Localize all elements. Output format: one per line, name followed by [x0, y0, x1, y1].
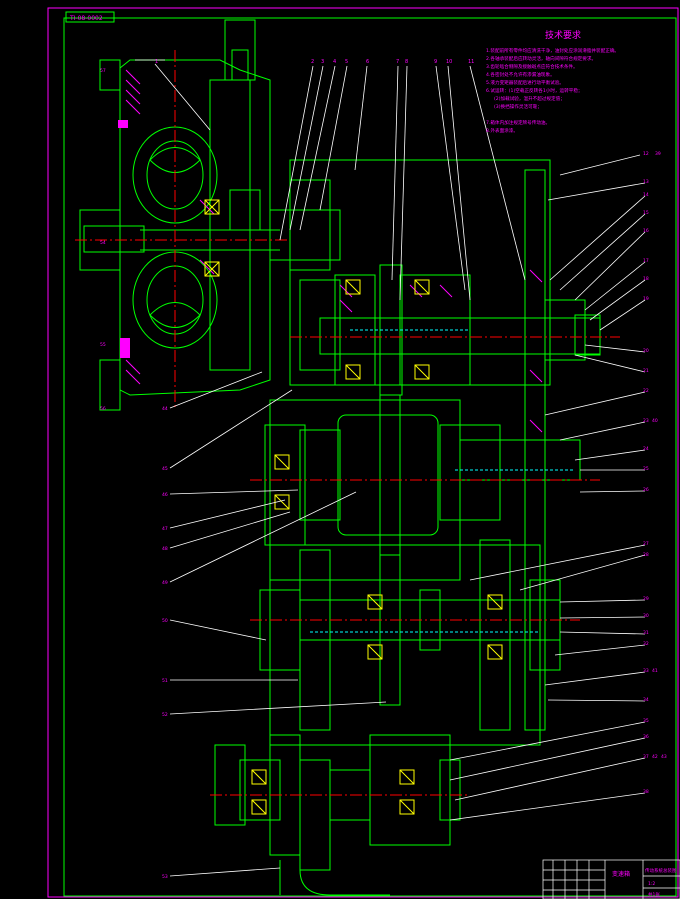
callout-right: 43	[661, 754, 667, 760]
bearing-symbols-mid	[345, 279, 430, 380]
drawing-frame-inner	[63, 17, 677, 897]
title-tab-text: TI-08-0002	[69, 15, 103, 22]
callout-left: 54	[100, 240, 106, 246]
tech-requirements-notes: 1.装配前所有零件均应清洗干净，油封处应涂润滑脂并装配正确。 2.各轴承装配后应…	[486, 47, 619, 134]
tech-note-10: 8.外表面涂漆。	[486, 127, 518, 134]
tech-note-1: 1.装配前所有零件均应清洗干净，油封处应涂润滑脂并装配正确。	[486, 47, 619, 54]
callout-left: 45	[162, 466, 168, 472]
callout-right: 16	[643, 228, 649, 234]
callout-right: 22	[643, 388, 649, 394]
callout-right: 29	[643, 596, 649, 602]
callout-left: 55	[100, 342, 106, 348]
callout-top-3: 3	[321, 59, 324, 65]
callout-right: 39	[655, 151, 661, 157]
bearing-symbols-upper	[204, 199, 220, 277]
callout-left: 56	[100, 406, 106, 412]
callout-top-4: 4	[333, 59, 336, 65]
callout-top-11: 11	[468, 59, 474, 65]
hidden-lines	[310, 329, 575, 633]
title-block	[542, 859, 680, 899]
tech-note-4: 4.各密封处不允许有渗漏油现象。	[486, 71, 555, 78]
callout-left: 57	[100, 68, 106, 74]
callout-right: 30	[643, 613, 649, 619]
callout-left: 53	[162, 874, 168, 880]
callout-right: 32	[643, 641, 649, 647]
tech-requirements-title: 技术要求	[545, 29, 581, 41]
tech-note-7: (2)加载试验，温升不超过规定值；	[494, 95, 565, 102]
callout-right: 23	[643, 418, 649, 424]
callout-right: 25	[643, 466, 649, 472]
tech-note-8: (3)换挡操作灵活可靠；	[494, 103, 542, 110]
bearing-symbols-lower	[367, 594, 503, 660]
callout-top-6: 6	[366, 59, 369, 65]
tech-note-3: 3.齿轮啮合侧隙及接触斑点应符合技术条件。	[486, 63, 578, 70]
callout-right: 34	[643, 697, 649, 703]
callout-right: 14	[643, 192, 649, 198]
tech-note-6: 6.试运转：(1)空载正反转各1小时，运转平稳；	[486, 87, 583, 94]
callout-right: 35	[643, 718, 649, 724]
callout-top-8: 8	[405, 59, 408, 65]
callout-right: 17	[643, 258, 649, 264]
callout-right: 20	[643, 348, 649, 354]
callout-left: 50	[162, 618, 168, 624]
title-block-drawing-name: 传动系统总装图	[645, 867, 677, 874]
callout-right: 33	[643, 668, 649, 674]
callout-left: 47	[162, 526, 168, 532]
callout-top-5: 5	[345, 59, 348, 65]
right-callouts: 12 13 14 15 16 17 18 19 20 21 22 23 24 2…	[643, 151, 667, 795]
left-callouts: 44 45 46 47 48 49 50 51 52 53 54 55 56 5…	[100, 68, 168, 880]
callout-right: 36	[643, 734, 649, 740]
callout-left: 51	[162, 678, 168, 684]
callout-left: 48	[162, 546, 168, 552]
callout-right: 41	[652, 668, 658, 674]
callout-right: 31	[643, 630, 649, 636]
bottom-axle-assembly	[214, 734, 461, 896]
callout-right: 13	[643, 179, 649, 185]
bearing-symbols-drum	[274, 454, 290, 510]
input-shaft-assembly	[269, 159, 601, 731]
converter-marker-block	[120, 338, 130, 358]
callout-right: 18	[643, 276, 649, 282]
bearing-symbols-bottom	[251, 769, 415, 815]
callout-left: 46	[162, 492, 168, 498]
drawing-frame-outer	[47, 7, 679, 898]
tech-note-2: 2.各轴承装配后应转动灵活，轴向间隙符合规定要求。	[486, 55, 596, 62]
leader-lines	[135, 59, 646, 877]
title-block-part-name: 变速箱	[612, 870, 630, 878]
callout-right: 26	[643, 487, 649, 493]
callout-right: 37	[643, 754, 649, 760]
callout-right: 40	[652, 418, 658, 424]
callout-right: 42	[652, 754, 658, 760]
tech-note-9: 7.箱体内加注规定牌号传动油。	[486, 119, 550, 126]
centerlines	[75, 50, 620, 796]
top-callouts: 1 2 3 4 5 6 7 8 9 10 11	[155, 59, 474, 65]
callout-left: 52	[162, 712, 168, 718]
callout-left: 49	[162, 580, 168, 586]
callout-right: 38	[643, 789, 649, 795]
callout-top-7: 7	[396, 59, 399, 65]
callout-right: 24	[643, 446, 649, 452]
callout-right: 28	[643, 552, 649, 558]
torque-converter-hatching	[125, 69, 215, 385]
gear-hatching-mid	[339, 269, 543, 433]
converter-marker-small	[118, 120, 128, 128]
callout-top-10: 10	[446, 59, 452, 65]
title-block-scale: 1:2	[648, 881, 655, 887]
callout-right: 27	[643, 541, 649, 547]
callout-right: 12	[643, 151, 649, 157]
callout-top-9: 9	[434, 59, 437, 65]
callout-right: 21	[643, 368, 649, 374]
tech-note-5: 5.液力变矩器装配后进行动平衡试验。	[486, 79, 564, 86]
callout-top-2: 2	[311, 59, 314, 65]
callout-right: 15	[643, 210, 649, 216]
callout-top-1: 1	[155, 59, 158, 65]
callout-right: 19	[643, 296, 649, 302]
title-tab-box	[65, 11, 115, 23]
callout-left: 44	[162, 406, 168, 412]
title-block-sheet: 共1张	[648, 891, 660, 898]
torque-converter	[79, 19, 280, 411]
